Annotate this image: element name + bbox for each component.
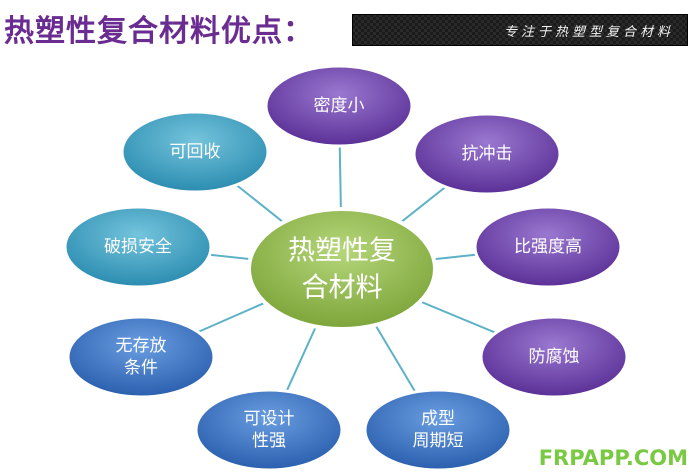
watermark: FRPAPP.COM <box>538 446 688 470</box>
benefit-label: 比强度高 <box>514 237 582 257</box>
benefit-ellipse <box>194 388 344 472</box>
center-node: 热塑性复 合材料 <box>247 207 437 331</box>
benefit-ellipse <box>66 315 216 399</box>
benefit-node: 防腐蚀 <box>479 315 629 399</box>
benefit-label: 防腐蚀 <box>529 347 580 367</box>
benefit-label: 可回收 <box>170 142 221 162</box>
benefit-label: 抗冲击 <box>462 144 513 164</box>
benefit-ellipse <box>264 64 414 148</box>
benefit-ellipse <box>63 205 213 289</box>
benefit-ellipse <box>479 315 629 399</box>
benefit-label: 密度小 <box>314 96 365 116</box>
benefit-label: 破损安全 <box>104 237 172 257</box>
center-label-line-1: 热塑性复 <box>288 236 396 267</box>
benefit-node: 破损安全 <box>63 205 213 289</box>
center-label-line-2: 合材料 <box>302 273 383 304</box>
benefit-ellipse <box>473 205 623 289</box>
center-ellipse <box>247 207 437 331</box>
benefit-label: 无存放 <box>116 336 167 356</box>
benefit-node: 抗冲击 <box>412 112 562 196</box>
benefit-ellipse <box>120 110 270 194</box>
banner-text: 专注于热塑型复合材料 <box>503 25 674 40</box>
benefit-label: 周期短 <box>413 431 464 451</box>
page-title: 热塑性复合材料优点： <box>4 14 314 49</box>
benefit-label: 条件 <box>124 358 158 378</box>
slogan-banner: 专注于热塑型复合材料 <box>352 14 688 46</box>
benefit-node: 可回收 <box>120 110 270 194</box>
benefit-ellipse <box>363 388 513 472</box>
benefit-node: 密度小 <box>264 64 414 148</box>
benefit-label: 性强 <box>252 431 286 451</box>
benefit-ellipse <box>412 112 562 196</box>
benefit-label: 成型 <box>421 409 455 429</box>
benefit-node: 比强度高 <box>473 205 623 289</box>
benefit-label: 可设计 <box>244 409 295 429</box>
